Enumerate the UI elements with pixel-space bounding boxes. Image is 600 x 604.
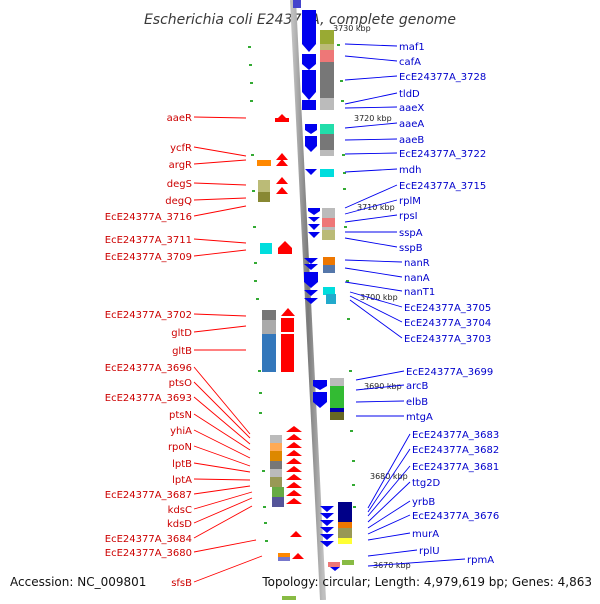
gene-label: EcE24377A_3699	[406, 367, 493, 378]
gene-label: nanT1	[404, 287, 435, 298]
gene-label: rplU	[419, 546, 440, 557]
gene-label: EcE24377A_3682	[412, 445, 499, 456]
minus-strand-genes	[257, 114, 304, 600]
gene-label: sfsB	[171, 578, 192, 589]
gene-label: kdsC	[168, 505, 192, 516]
gene-label: degS	[167, 179, 192, 190]
gene-label: rpmA	[467, 555, 494, 566]
gene-label: EcE24377A_3722	[399, 149, 486, 160]
gene-label: EcE24377A_3702	[105, 310, 192, 321]
gene-label: EcE24377A_3680	[105, 548, 192, 559]
gene-label: gltD	[171, 328, 192, 339]
gene-label: EcE24377A_3693	[105, 393, 192, 404]
gene-label: kdsD	[167, 519, 192, 530]
gene-label: aaeA	[399, 119, 424, 130]
gene-label: EcE24377A_3703	[404, 334, 491, 345]
tick-label: 3680 kbp	[370, 472, 408, 481]
gene-label: sspA	[399, 228, 423, 239]
gene-label: ptsO	[169, 378, 192, 389]
gene-label: lptA	[172, 475, 192, 486]
gene-label: murA	[412, 529, 439, 540]
plus-strand-labels: maf1 cafA EcE24377A_3728 tldD aaeX aaeA …	[344, 42, 499, 567]
position-marks	[248, 44, 356, 542]
gene-label: yhiA	[170, 426, 192, 437]
tick-label: 3720 kbp	[354, 114, 392, 123]
gene-label: EcE24377A_3683	[412, 430, 499, 441]
gene-label: mdh	[399, 165, 421, 176]
gene-label: EcE24377A_3676	[412, 511, 499, 522]
gene-label: mtgA	[406, 412, 433, 423]
gene-label: aaeX	[399, 103, 424, 114]
gene-label: sspB	[399, 243, 423, 254]
gene-label: elbB	[406, 397, 428, 408]
gene-label: aaeR	[167, 113, 192, 124]
gene-label: cafA	[399, 57, 421, 68]
tick-label: 3690 kbp	[364, 382, 402, 391]
gene-label: EcE24377A_3716	[105, 212, 192, 223]
gene-label: EcE24377A_3687	[105, 490, 192, 501]
gene-label: nanA	[404, 273, 430, 284]
gene-label: EcE24377A_3711	[105, 235, 192, 246]
tick-labels: 3730 kbp 3720 kbp 3710 kbp 3700 kbp 3690…	[333, 24, 411, 570]
gene-label: EcE24377A_3681	[412, 462, 499, 473]
gene-label: EcE24377A_3704	[404, 318, 491, 329]
gene-label: rpoN	[168, 442, 192, 453]
tick-label: 3700 kbp	[360, 293, 398, 302]
tick-label: 3710 kbp	[357, 203, 395, 212]
gene-label: arcB	[406, 381, 429, 392]
minus-strand-labels: aaeR ycfR argR degS degQ EcE24377A_3716 …	[105, 113, 263, 589]
gene-label: tldD	[399, 89, 420, 100]
gene-label: gltB	[172, 346, 192, 357]
gene-label: maf1	[399, 42, 425, 53]
gene-label: EcE24377A_3715	[399, 181, 486, 192]
gene-label: EcE24377A_3709	[105, 252, 192, 263]
gene-label: ycfR	[170, 143, 192, 154]
plus-strand-genes	[302, 10, 354, 571]
gene-label: EcE24377A_3705	[404, 303, 491, 314]
tick-label: 3730 kbp	[333, 24, 371, 33]
accession-text: Accession: NC_009801	[10, 575, 146, 589]
gene-label: lptB	[172, 459, 192, 470]
gene-label: ttg2D	[412, 478, 441, 489]
tick-label: 3670 kbp	[373, 561, 411, 570]
genome-title: Escherichia coli E24377A, complete genom…	[144, 12, 456, 28]
gene-label: rplM	[399, 196, 421, 207]
gene-label: degQ	[165, 196, 192, 207]
gene-label: EcE24377A_3728	[399, 72, 486, 83]
gene-label: nanR	[404, 258, 430, 269]
topology-text: Topology: circular; Length: 4,979,619 bp…	[261, 575, 592, 589]
gene-label: yrbB	[412, 497, 435, 508]
gene-label: EcE24377A_3684	[105, 534, 192, 545]
gene-label: aaeB	[399, 135, 424, 146]
gene-label: argR	[169, 160, 192, 171]
gene-label: EcE24377A_3696	[105, 363, 192, 374]
gene-label: ptsN	[169, 410, 192, 421]
gene-label: rpsI	[399, 211, 418, 222]
